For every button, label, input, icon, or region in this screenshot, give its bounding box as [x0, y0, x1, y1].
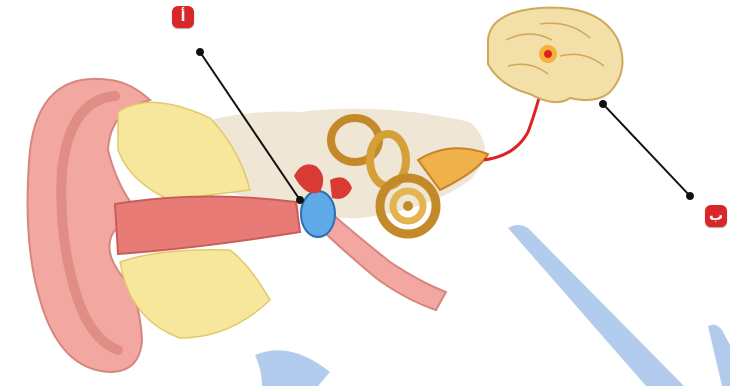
- eardrum: [301, 191, 335, 237]
- ear-canal: [115, 196, 300, 254]
- label-badge-a: أ: [172, 6, 194, 28]
- watermark-stroke-left: [255, 350, 330, 386]
- watermark-strokes: [255, 225, 730, 386]
- watermark-stroke-middle: [508, 225, 684, 386]
- watermark-stroke-right: [708, 325, 730, 386]
- label-badge-b: ب: [705, 205, 727, 227]
- pointer-line-b: [603, 104, 690, 196]
- brain: [488, 8, 623, 103]
